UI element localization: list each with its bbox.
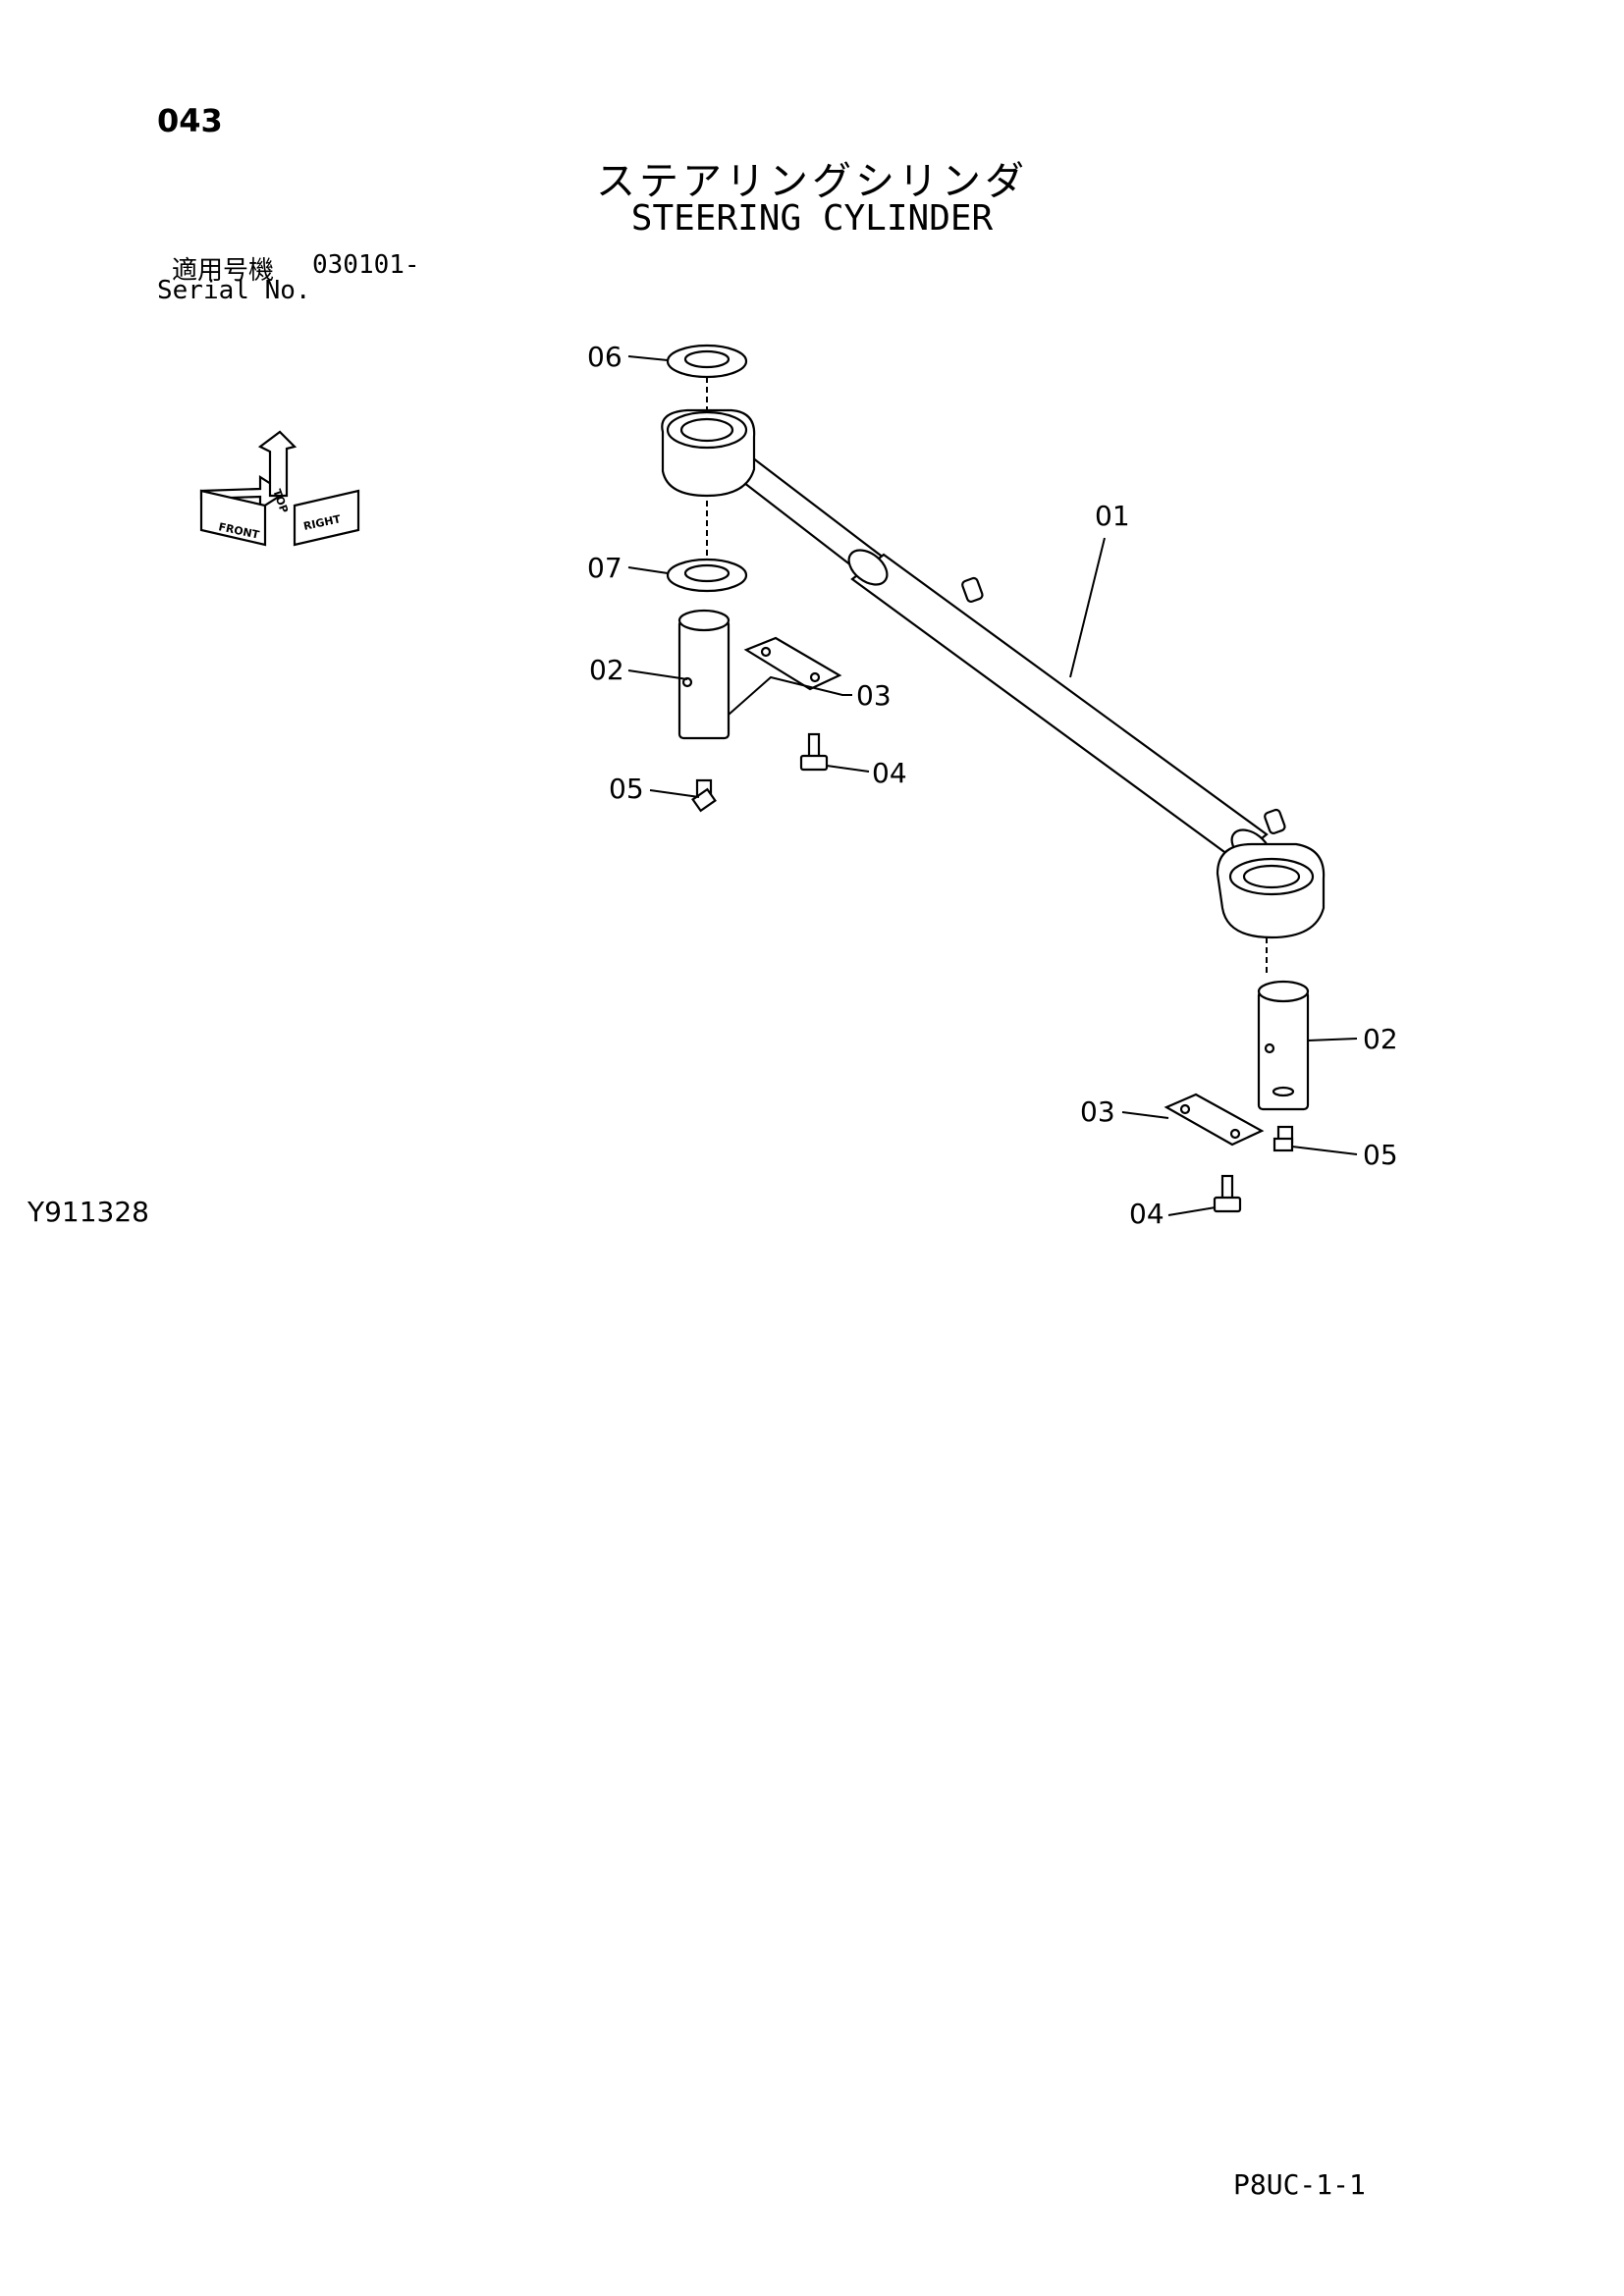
bolt-04-right	[1213, 1174, 1242, 1213]
leader-04-right	[1167, 1206, 1217, 1216]
leader-04-left	[826, 765, 870, 773]
callout-06: 06	[587, 341, 623, 373]
serial-label-japanese: 適用号機	[172, 256, 275, 286]
plate-03-right	[1164, 1093, 1265, 1147]
title-english: STEERING CYLINDER	[630, 198, 994, 239]
callout-02-left: 02	[589, 654, 624, 686]
serial-value: 030101-	[312, 250, 420, 280]
title-japanese: ステアリングシリンダ	[596, 159, 1028, 204]
page-number: 043	[157, 102, 223, 139]
callout-04-left: 04	[872, 757, 907, 789]
steering-cylinder-01	[661, 408, 1326, 939]
leader-03-right	[1121, 1111, 1169, 1119]
pin-02-left	[677, 609, 731, 740]
bolt-04-left	[799, 732, 829, 772]
leader-02-right	[1307, 1038, 1358, 1041]
callout-02-right: 02	[1363, 1023, 1398, 1055]
callout-01: 01	[1095, 500, 1130, 532]
callout-05-right: 05	[1363, 1139, 1398, 1171]
washer-06	[666, 344, 748, 379]
document-code: P8UC-1-1	[1233, 2168, 1366, 2201]
callout-05-left: 05	[609, 773, 644, 805]
leader-03-left	[728, 675, 852, 716]
orientation-arrows-icon: FRONT TOP RIGHT	[199, 430, 360, 547]
washer-07	[666, 558, 748, 593]
serial-label-english: Serial No.	[157, 276, 311, 305]
leader-05-right	[1291, 1146, 1358, 1155]
drawing-number: Y911328	[27, 1196, 149, 1228]
plate-03-left	[743, 636, 842, 691]
callout-07: 07	[587, 552, 623, 584]
grease-fitting-05-left	[691, 778, 717, 813]
leader-05-left	[649, 789, 700, 798]
leader-07	[627, 566, 669, 574]
leader-01	[1069, 537, 1106, 678]
pin-02-right	[1257, 980, 1310, 1111]
callout-03-right: 03	[1080, 1095, 1115, 1128]
grease-fitting-05-right	[1272, 1125, 1294, 1152]
leader-06	[627, 355, 669, 361]
callout-04-right: 04	[1129, 1198, 1164, 1230]
leader-02-left	[627, 669, 688, 680]
callout-03-left: 03	[856, 679, 892, 712]
